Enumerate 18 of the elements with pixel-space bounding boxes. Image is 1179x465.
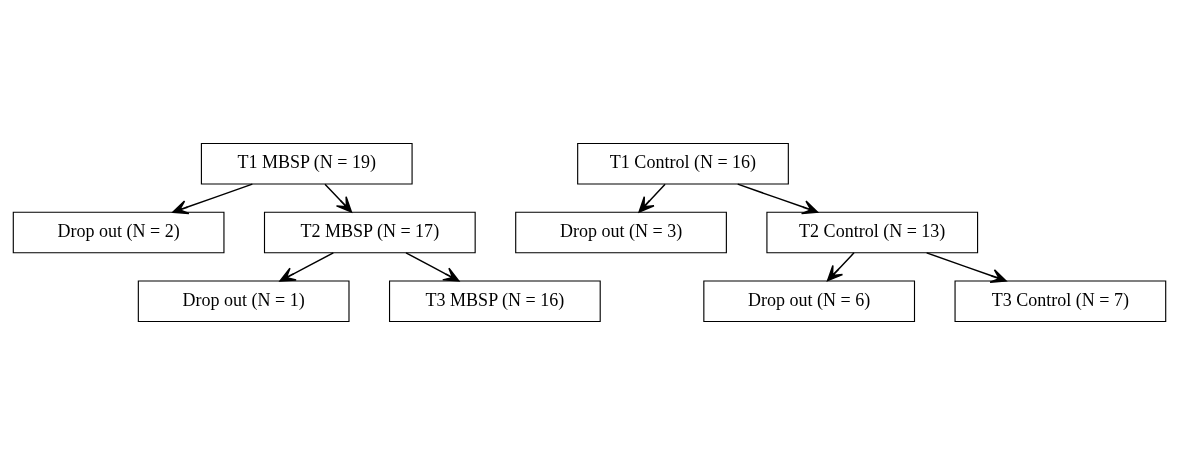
node-box: Drop out (N = 3) xyxy=(515,211,727,254)
node-box: T3 MBSP (N = 16) xyxy=(389,280,601,323)
arrow xyxy=(925,252,1007,283)
node-box: Drop out (N = 1) xyxy=(137,280,350,323)
node-box: T3 Control (N = 7) xyxy=(954,280,1167,323)
arrow xyxy=(324,183,353,213)
node-box: T1 MBSP (N = 19) xyxy=(200,142,413,185)
node-box: T2 Control (N = 13) xyxy=(766,211,979,254)
arrow xyxy=(405,252,460,282)
arrow xyxy=(826,252,855,282)
arrow xyxy=(638,183,666,213)
node-box: Drop out (N = 2) xyxy=(12,211,225,254)
node-box: Drop out (N = 6) xyxy=(703,280,916,323)
arrow xyxy=(172,183,254,215)
node-box: T2 MBSP (N = 17) xyxy=(263,211,476,254)
arrow xyxy=(737,183,819,215)
node-box: T1 Control (N = 16) xyxy=(577,142,789,185)
arrow xyxy=(279,252,335,282)
